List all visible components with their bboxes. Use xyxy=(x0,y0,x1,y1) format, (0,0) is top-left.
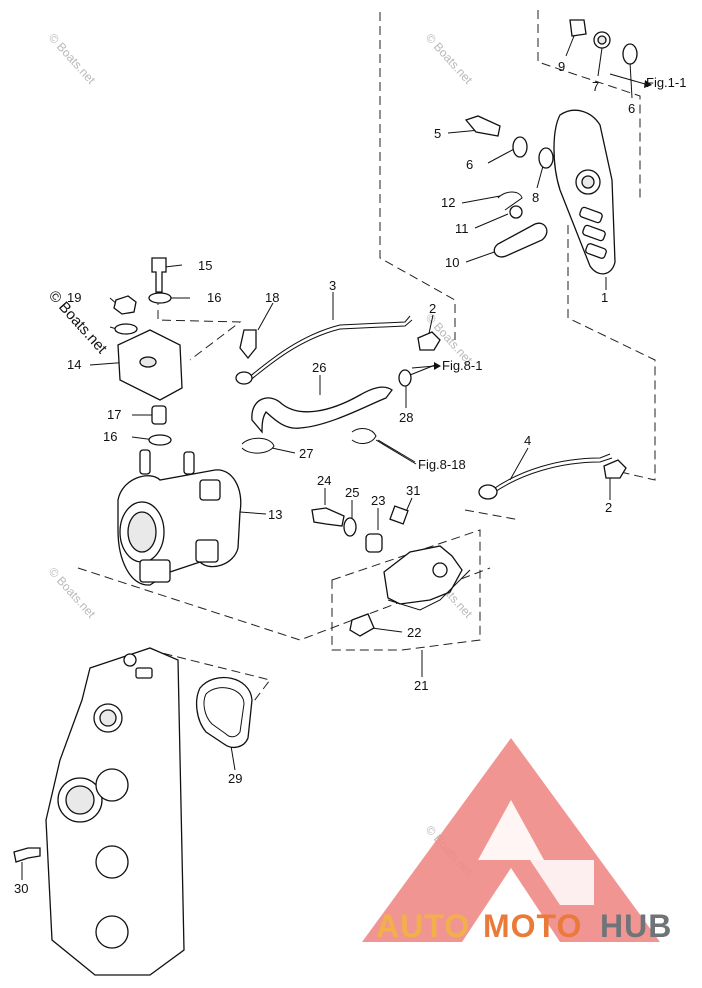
callout-29: 29 xyxy=(228,771,242,786)
callout-5: 5 xyxy=(434,126,441,141)
callout-14: 14 xyxy=(67,357,81,372)
clamp-27 xyxy=(241,437,275,454)
ref-fig-8-18: Fig.8-18 xyxy=(418,457,466,472)
callout-18: 18 xyxy=(265,290,279,305)
ref-fig-8-1: Fig.8-1 xyxy=(442,358,482,373)
joint-2-lower xyxy=(603,459,627,479)
cylinder-block xyxy=(13,647,253,976)
callout-22: 22 xyxy=(407,625,421,640)
callout-2-upper: 2 xyxy=(429,301,436,316)
washer-16 xyxy=(148,434,172,446)
callout-30: 30 xyxy=(14,881,28,896)
callout-27: 27 xyxy=(299,446,313,461)
callout-16-upper: 16 xyxy=(207,290,221,305)
bolt-5 xyxy=(464,115,501,137)
nut-19 xyxy=(113,295,137,315)
callout-15: 15 xyxy=(198,258,212,273)
clip-28 xyxy=(398,369,412,387)
callout-24: 24 xyxy=(317,473,331,488)
washer-6-top xyxy=(622,43,638,65)
callout-4: 4 xyxy=(524,433,531,448)
callout-6-top: 6 xyxy=(628,101,635,116)
callout-3: 3 xyxy=(329,278,336,293)
automotohub-logo: AUTO MOTO HUB xyxy=(362,738,672,944)
callout-13: 13 xyxy=(268,507,282,522)
watermark-4: © Boats.net xyxy=(46,565,99,622)
gasket-29 xyxy=(195,676,253,749)
joint-10 xyxy=(493,222,548,258)
callout-31: 31 xyxy=(406,483,420,498)
logo-text-hub: HUB xyxy=(600,908,672,944)
hose-26 xyxy=(251,386,393,434)
callout-19: 19 xyxy=(67,290,81,305)
callout-11: 11 xyxy=(455,221,469,236)
callout-9: 9 xyxy=(558,59,565,74)
collar-9 xyxy=(569,19,587,37)
collar-17 xyxy=(151,405,167,425)
callout-28: 28 xyxy=(399,410,413,425)
callout-10: 10 xyxy=(445,255,459,270)
washer-6 xyxy=(512,136,528,158)
callout-2-lower: 2 xyxy=(605,500,612,515)
ref-fig-1-1: Fig.1-1 xyxy=(646,75,686,90)
washer-25 xyxy=(343,517,357,537)
bolt-30 xyxy=(13,847,41,863)
throttle-body-assembly xyxy=(113,257,242,586)
callout-labels: 1 2 2 3 4 5 6 6 7 8 9 10 11 12 13 14 15 … xyxy=(14,59,635,896)
washer-8 xyxy=(538,147,554,169)
washer-14-upper xyxy=(114,323,138,335)
callout-17: 17 xyxy=(107,407,121,422)
callout-26: 26 xyxy=(312,360,326,375)
callout-21: 21 xyxy=(414,678,428,693)
callout-23: 23 xyxy=(371,493,385,508)
watermark-2: © Boats.net xyxy=(423,31,476,88)
washer-16-top xyxy=(148,292,172,304)
callout-6: 6 xyxy=(466,157,473,172)
callout-16-lower: 16 xyxy=(103,429,117,444)
callout-8: 8 xyxy=(532,190,539,205)
washer-11 xyxy=(509,205,523,219)
sensor-assembly xyxy=(311,505,471,637)
bolt-15 xyxy=(151,257,167,293)
callout-1: 1 xyxy=(601,290,608,305)
figure-references: Fig.1-1 Fig.8-1 Fig.8-18 xyxy=(418,75,686,472)
callout-7: 7 xyxy=(592,79,599,94)
callout-12: 12 xyxy=(441,195,455,210)
holder-22 xyxy=(349,613,375,637)
rod-3 xyxy=(247,315,411,379)
watermark-1: © Boats.net xyxy=(46,31,99,88)
collar-23 xyxy=(365,533,383,553)
intake-manifold xyxy=(45,647,185,976)
rod-4 xyxy=(491,453,611,491)
clip-12 xyxy=(497,191,523,211)
linkage-21 xyxy=(383,545,463,605)
plate-31 xyxy=(389,505,409,525)
rods-and-hoses xyxy=(235,315,627,500)
reference-arrows xyxy=(375,73,652,465)
logo-text-moto: MOTO xyxy=(483,908,582,944)
logo-text-auto: AUTO xyxy=(376,908,470,944)
bolt-24 xyxy=(311,507,345,527)
joint-2-upper xyxy=(417,331,441,351)
fitting-18 xyxy=(239,329,257,360)
callout-25: 25 xyxy=(345,485,359,500)
throttle-arm-assembly xyxy=(464,19,638,275)
